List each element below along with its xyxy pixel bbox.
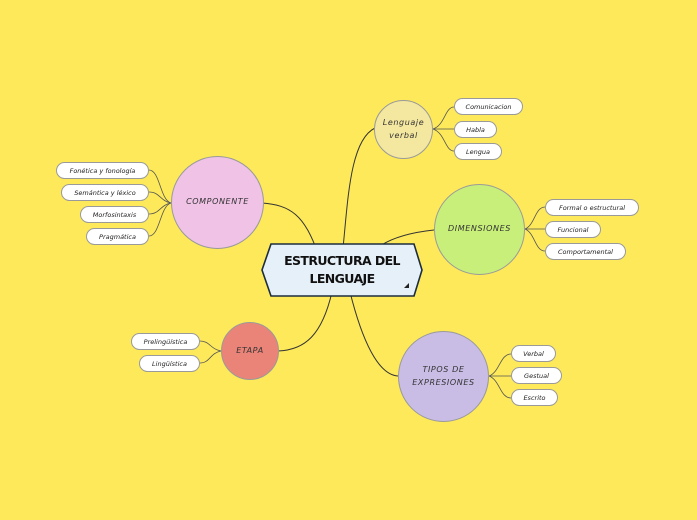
- leaf-label: Morfosintaxis: [92, 210, 137, 219]
- connector-tipos-3: [488, 375, 512, 399]
- connector-center-etapa: [277, 291, 333, 352]
- central-title[interactable]: ESTRUCTURA DEL LENGUAJE: [284, 252, 400, 286]
- leaf-semantica[interactable]: Semántica y léxico: [61, 184, 149, 201]
- leaf-label: Escrito: [523, 393, 546, 402]
- collapse-corner-icon: [404, 283, 409, 288]
- node-componente[interactable]: COMPONENTE: [171, 156, 264, 249]
- leaf-verbal[interactable]: Verbal: [511, 345, 556, 362]
- leaf-label: Verbal: [523, 349, 544, 358]
- leaf-label: Lingüística: [152, 359, 187, 368]
- connector-etapa-1: [199, 340, 222, 352]
- leaf-label: Comunicacion: [465, 102, 512, 111]
- node-dimensiones-label: DIMENSIONES: [448, 224, 511, 234]
- connector-dim-1: [524, 206, 546, 230]
- connector-lv-1: [432, 106, 455, 130]
- connector-comp-4: [148, 202, 172, 237]
- leaf-label: Formal o estructural: [558, 203, 626, 212]
- connector-lv-3: [432, 128, 455, 152]
- node-etapa[interactable]: ETAPA: [221, 322, 279, 380]
- connector-etapa-2: [199, 350, 222, 364]
- leaf-habla[interactable]: Habla: [454, 121, 497, 138]
- connector-center-componente: [261, 202, 319, 255]
- leaf-label: Semántica y léxico: [74, 188, 136, 197]
- leaf-linguistica[interactable]: Lingüística: [139, 355, 200, 372]
- leaf-comportamental[interactable]: Comportamental: [545, 243, 626, 260]
- connector-comp-3: [148, 202, 172, 215]
- connector-center-lenguaje-verbal: [342, 127, 376, 249]
- node-componente-label: COMPONENTE: [186, 197, 249, 207]
- leaf-label: Fonética y fonología: [69, 166, 136, 175]
- node-lenguaje-verbal[interactable]: Lenguaje verbal: [374, 100, 433, 159]
- leaf-label: Funcional: [557, 225, 589, 234]
- connector-comp-1: [148, 169, 172, 204]
- connector-center-tipos: [349, 291, 399, 377]
- leaf-escrito[interactable]: Escrito: [511, 389, 558, 406]
- leaf-formal[interactable]: Formal o estructural: [545, 199, 639, 216]
- leaf-label: Comportamental: [558, 247, 613, 256]
- leaf-label: Lengua: [466, 147, 490, 156]
- central-node-shape: [261, 243, 423, 297]
- leaf-label: Pragmática: [99, 232, 136, 241]
- leaf-morfosintaxis[interactable]: Morfosintaxis: [80, 206, 149, 223]
- leaf-comunicacion[interactable]: Comunicacion: [454, 98, 523, 115]
- node-lenguaje-verbal-label: Lenguaje verbal: [382, 118, 425, 140]
- node-etapa-label: ETAPA: [236, 345, 264, 355]
- node-tipos-expresiones-label: TIPOS DE EXPRESIONES: [412, 365, 475, 387]
- node-tipos-expresiones[interactable]: TIPOS DE EXPRESIONES: [398, 331, 489, 422]
- leaf-gestual[interactable]: Gestual: [511, 367, 562, 384]
- node-dimensiones[interactable]: DIMENSIONES: [434, 184, 525, 275]
- leaf-label: Habla: [466, 125, 485, 134]
- leaf-lengua[interactable]: Lengua: [454, 143, 502, 160]
- leaf-funcional[interactable]: Funcional: [545, 221, 601, 238]
- leaf-prelinguistica[interactable]: Prelingüística: [131, 333, 200, 350]
- leaf-label: Gestual: [524, 371, 549, 380]
- connector-dim-3: [524, 228, 546, 252]
- leaf-label: Prelingüística: [143, 337, 188, 346]
- leaf-pragmatica[interactable]: Pragmática: [86, 228, 149, 245]
- connector-tipos-1: [488, 353, 512, 377]
- connector-comp-2: [148, 191, 172, 204]
- leaf-fonetica[interactable]: Fonética y fonología: [56, 162, 149, 179]
